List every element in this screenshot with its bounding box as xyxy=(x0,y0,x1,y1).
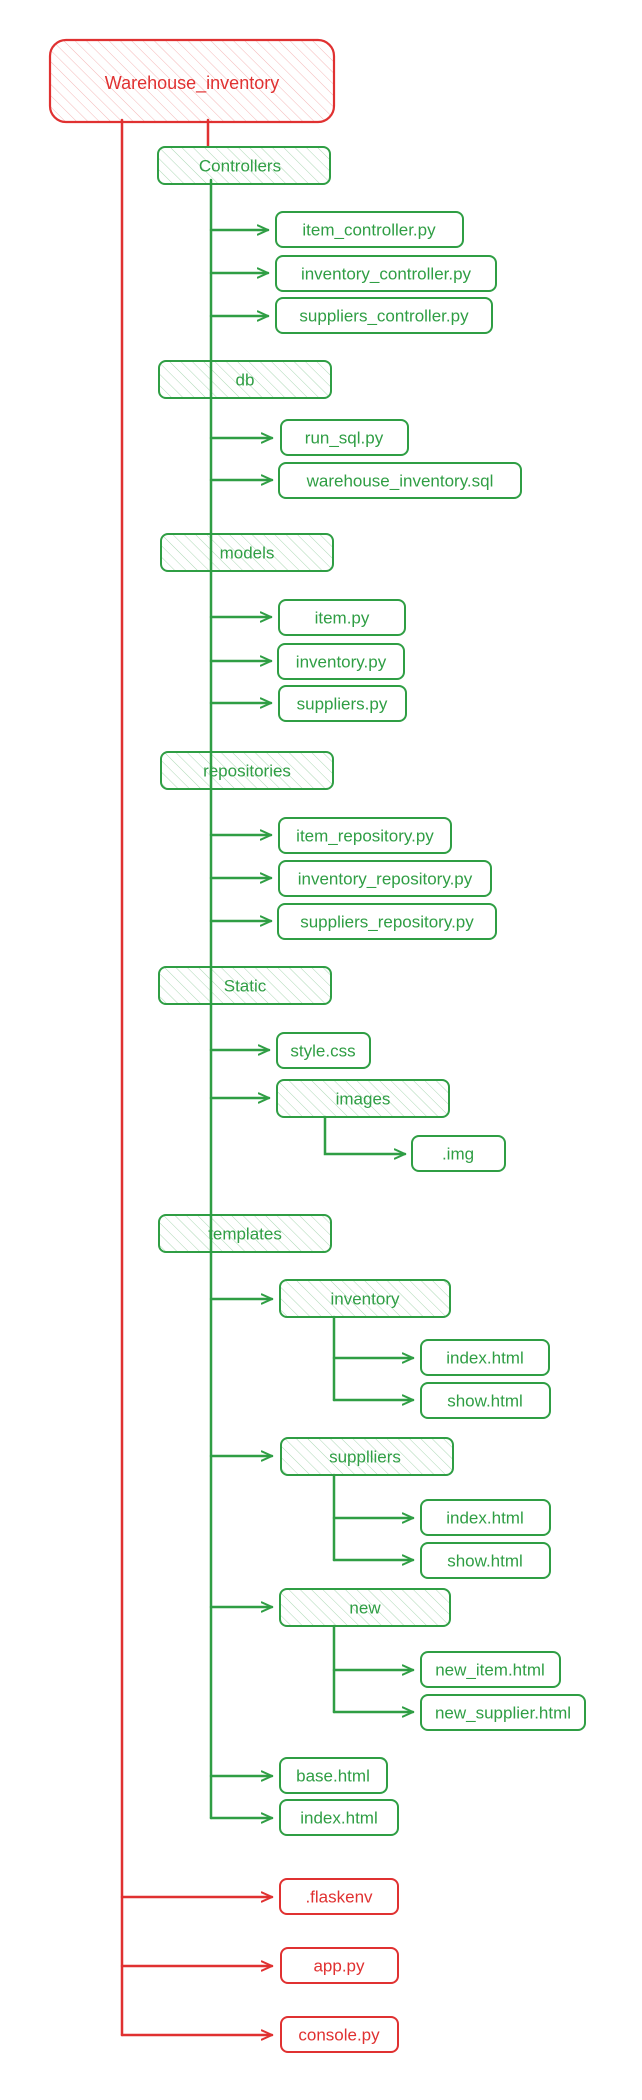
file-app-py[interactable]: app.py xyxy=(280,1947,399,1984)
folder-models-label: models xyxy=(220,544,275,563)
file-inventory-repository[interactable]: inventory_repository.py xyxy=(278,860,492,897)
folder-templates-label: templates xyxy=(208,1225,282,1244)
file-base-html-label: base.html xyxy=(296,1767,370,1786)
file-suppliers-index[interactable]: index.html xyxy=(420,1499,551,1536)
file-flaskenv[interactable]: .flaskenv xyxy=(279,1878,399,1915)
folder-controllers[interactable]: Controllers xyxy=(157,146,331,185)
folder-suppliers[interactable]: supplliers xyxy=(280,1437,454,1476)
file-new-supplier-label: new_supplier.html xyxy=(435,1704,571,1723)
file-style-css[interactable]: style.css xyxy=(276,1032,371,1069)
file-inventory-show-label: show.html xyxy=(447,1392,523,1411)
root-folder-node[interactable]: Warehouse_inventory xyxy=(48,38,336,124)
file-suppliers-index-label: index.html xyxy=(446,1509,523,1528)
folder-repositories-label: repositories xyxy=(203,762,291,781)
file-suppliers-show-label: show.html xyxy=(447,1552,523,1571)
file-suppliers-show[interactable]: show.html xyxy=(420,1542,551,1579)
file-base-html[interactable]: base.html xyxy=(279,1757,388,1794)
file-item-controller[interactable]: item_controller.py xyxy=(275,211,464,248)
folder-db-label: db xyxy=(236,371,255,390)
file-inventory-repository-label: inventory_repository.py xyxy=(298,870,473,889)
folder-images[interactable]: images xyxy=(276,1079,450,1118)
file-inventory-index-label: index.html xyxy=(446,1349,523,1368)
file-item-model-label: item.py xyxy=(315,609,370,628)
file-flaskenv-label: .flaskenv xyxy=(305,1888,373,1907)
folder-models[interactable]: models xyxy=(160,533,334,572)
file-new-supplier[interactable]: new_supplier.html xyxy=(420,1694,586,1731)
file-new-item-label: new_item.html xyxy=(435,1661,545,1680)
file-templates-index[interactable]: index.html xyxy=(279,1799,399,1836)
file-suppliers-model[interactable]: suppliers.py xyxy=(278,685,407,722)
folder-controllers-label: Controllers xyxy=(199,157,281,176)
folder-inventory-label: inventory xyxy=(331,1290,400,1309)
file-run-sql[interactable]: run_sql.py xyxy=(280,419,409,456)
file-warehouse-sql[interactable]: warehouse_inventory.sql xyxy=(278,462,522,499)
file-inventory-controller[interactable]: inventory_controller.py xyxy=(275,255,497,292)
file-new-item[interactable]: new_item.html xyxy=(420,1651,561,1688)
tree-connectors xyxy=(120,118,415,2035)
file-suppliers-controller[interactable]: suppliers_controller.py xyxy=(275,297,493,334)
file-inventory-controller-label: inventory_controller.py xyxy=(301,265,472,284)
folder-db[interactable]: db xyxy=(158,360,332,399)
folder-images-label: images xyxy=(336,1090,391,1109)
file-warehouse-sql-label: warehouse_inventory.sql xyxy=(306,472,494,491)
file-inventory-model[interactable]: inventory.py xyxy=(277,643,405,680)
file-inventory-index[interactable]: index.html xyxy=(420,1339,550,1376)
folder-static-label: Static xyxy=(224,977,267,996)
folder-templates[interactable]: templates xyxy=(158,1214,332,1253)
file-item-repository-label: item_repository.py xyxy=(296,827,434,846)
file-img-label: .img xyxy=(442,1145,474,1164)
file-suppliers-controller-label: suppliers_controller.py xyxy=(299,307,469,326)
folder-suppliers-label: supplliers xyxy=(329,1448,401,1467)
file-item-repository[interactable]: item_repository.py xyxy=(278,817,452,854)
file-img[interactable]: .img xyxy=(411,1135,506,1172)
file-suppliers-model-label: suppliers.py xyxy=(297,695,388,714)
folder-new-label: new xyxy=(349,1599,381,1618)
folder-static[interactable]: Static xyxy=(158,966,332,1005)
folder-inventory[interactable]: inventory xyxy=(279,1279,451,1318)
file-run-sql-label: run_sql.py xyxy=(305,429,384,448)
file-console-py[interactable]: console.py xyxy=(280,2016,399,2053)
file-suppliers-repository[interactable]: suppliers_repository.py xyxy=(277,903,497,940)
file-suppliers-repository-label: suppliers_repository.py xyxy=(300,913,474,932)
root-folder-label: Warehouse_inventory xyxy=(105,73,279,94)
file-templates-index-label: index.html xyxy=(300,1809,377,1828)
file-style-css-label: style.css xyxy=(290,1042,355,1061)
file-item-controller-label: item_controller.py xyxy=(302,221,436,240)
file-app-py-label: app.py xyxy=(313,1957,365,1976)
file-item-model[interactable]: item.py xyxy=(278,599,406,636)
file-console-py-label: console.py xyxy=(298,2026,380,2045)
images-branch-line xyxy=(323,1115,407,1154)
folder-repositories[interactable]: repositories xyxy=(160,751,334,790)
folder-new[interactable]: new xyxy=(279,1588,451,1627)
file-inventory-show[interactable]: show.html xyxy=(420,1382,551,1419)
file-inventory-model-label: inventory.py xyxy=(296,653,387,672)
